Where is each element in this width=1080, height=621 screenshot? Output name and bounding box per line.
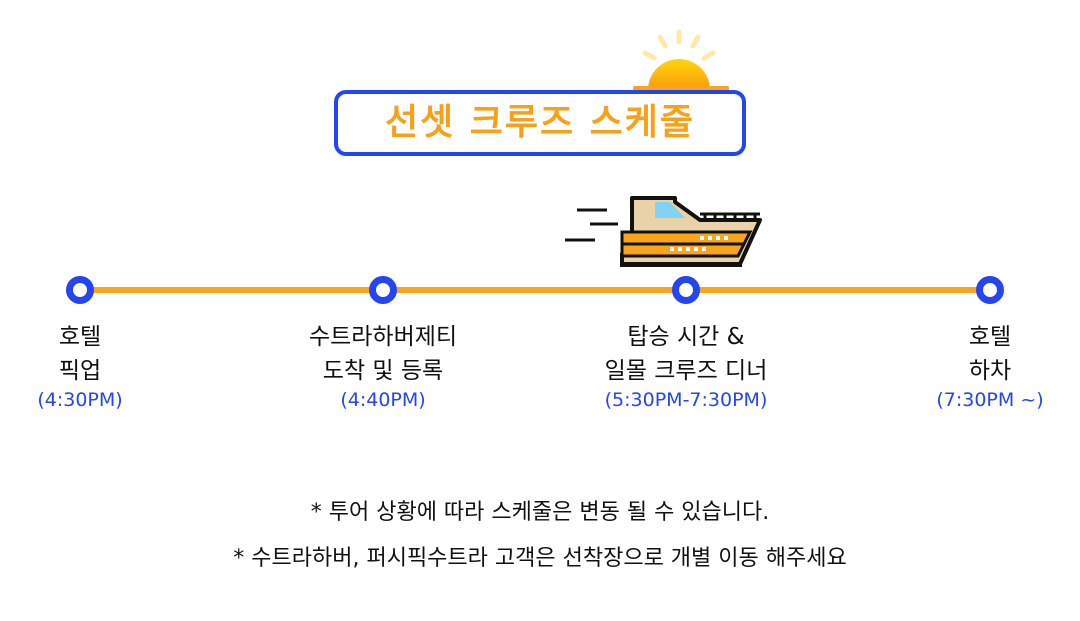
timeline-dot [672,276,700,304]
page-title: 선셋 크루즈 스케줄 [384,102,696,143]
stop-hotel-dropoff: 호텔 하차 (7:30PM ~) [870,320,1080,412]
timeline-dot [369,276,397,304]
timeline-line [80,287,990,293]
stop-name: 호텔 픽업 [58,324,102,384]
stop-name: 탑승 시간 & 일몰 크루즈 디너 [604,324,768,384]
stop-time: (5:30PM-7:30PM) [604,389,768,411]
stop-hotel-pickup: 호텔 픽업 (4:30PM) [0,320,200,412]
stop-time: (7:30PM ~) [936,389,1044,411]
stop-jetty-arrival: 수트라하버제티 도착 및 등록 (4:40PM) [263,320,503,412]
title-frame [334,90,746,156]
note-schedule-change: * 투어 상황에 따라 스케줄은 변동 될 수 있습니다. [310,500,770,525]
cruise-ship-icon [565,196,762,267]
timeline-dot [66,276,94,304]
sun-icon [633,29,729,91]
note-guest-transfer: * 수트라하버, 퍼시픽수트라 고객은 선착장으로 개별 이동 해주세요 [233,546,847,571]
stop-boarding-dinner: 탑승 시간 & 일몰 크루즈 디너 (5:30PM-7:30PM) [566,320,806,412]
stop-time: (4:40PM) [340,389,426,411]
stop-name: 수트라하버제티 도착 및 등록 [308,324,458,384]
stop-name: 호텔 하차 [968,324,1012,384]
stop-time: (4:30PM) [37,389,123,411]
timeline-dot [976,276,1004,304]
